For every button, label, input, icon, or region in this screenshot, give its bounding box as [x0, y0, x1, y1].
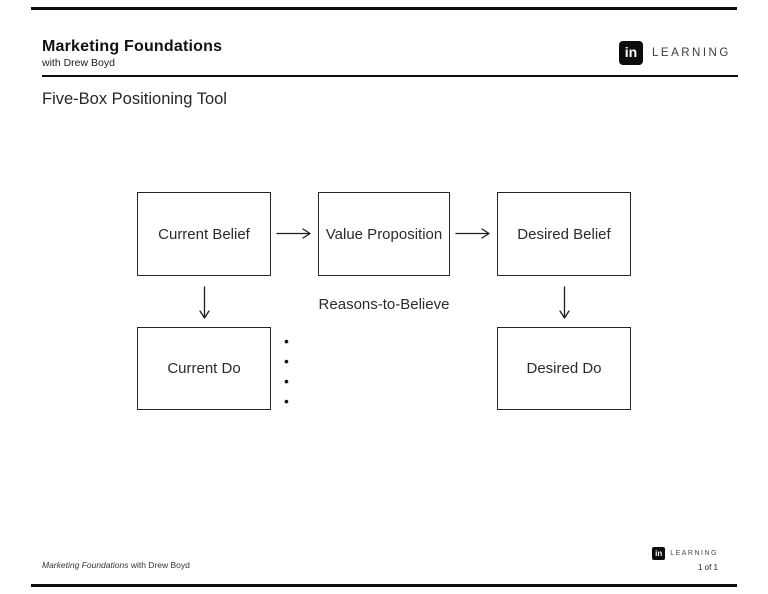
linkedin-logo-icon: in — [619, 41, 643, 65]
page-title: Five-Box Positioning Tool — [42, 90, 227, 108]
bullet-dot: • — [284, 373, 289, 389]
linkedin-logo-icon: in — [652, 547, 666, 560]
footer-brand-block: in LEARNING 1 of 1 — [652, 547, 718, 572]
box-label: Desired Belief — [517, 225, 611, 243]
footer-course-suffix: with Drew Boyd — [128, 560, 190, 570]
arrow-down-icon — [558, 286, 571, 320]
brand-name-label: LEARNING — [670, 550, 718, 557]
bullet-dot: • — [284, 353, 289, 369]
bottom-border-rule — [31, 584, 737, 587]
course-title: Marketing Foundations — [42, 38, 223, 55]
arrow-down-icon — [198, 286, 211, 320]
reasons-to-believe-label: Reasons-to-Believe — [318, 296, 450, 313]
footer-course-title: Marketing Foundations — [42, 560, 129, 570]
page-indicator: 1 of 1 — [697, 563, 718, 572]
arrow-right-icon — [276, 227, 312, 240]
box-label: Desired Do — [526, 360, 602, 377]
bullet-dot: • — [284, 393, 289, 409]
footer-course-reference: Marketing Foundations with Drew Boyd — [42, 560, 190, 570]
diagram-box-value-proposition: Value Proposition — [318, 192, 450, 276]
linkedin-learning-brand-small: in LEARNING — [652, 547, 718, 560]
arrow-right-icon — [455, 227, 491, 240]
linkedin-learning-brand: in LEARNING — [619, 41, 731, 65]
diagram-box-desired-belief: Desired Belief — [497, 192, 631, 276]
box-label: Current Do — [167, 360, 241, 377]
diagram-box-desired-do: Desired Do — [497, 327, 631, 410]
brand-name-label: LEARNING — [652, 47, 731, 59]
bullet-dot: • — [284, 333, 289, 349]
diagram-box-current-do: Current Do — [137, 327, 271, 410]
bullet-list: • • • • — [284, 331, 289, 411]
top-border-rule — [31, 7, 737, 10]
header-divider — [42, 75, 738, 77]
box-label: Current Belief — [158, 225, 250, 243]
diagram-box-current-belief: Current Belief — [137, 192, 271, 276]
course-instructor: with Drew Boyd — [42, 57, 115, 69]
box-label: Value Proposition — [325, 225, 443, 243]
